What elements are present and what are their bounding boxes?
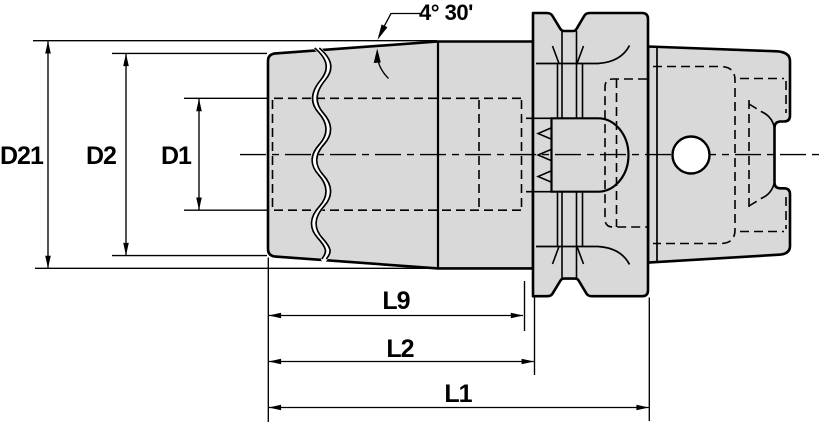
arrowheads [45,24,649,411]
label-l1: L1 [444,380,472,408]
label-d1: D1 [161,142,192,170]
label-d2: D2 [86,142,116,170]
clamping-hole [671,135,711,175]
drive-slot-fillet-bottom [760,181,776,200]
flange-cavity-hidden [604,78,647,228]
dimension-lines [33,12,650,422]
drive-slot-fillet-top [760,110,776,129]
label-l9: L9 [382,287,409,315]
hidden-lines [271,65,787,245]
label-taper-angle: 4° 30' [419,0,473,25]
shank-bore-hidden [653,65,736,245]
flange-shoulder-top [536,45,631,65]
label-d21: D21 [0,142,44,170]
thread-profile [536,127,552,183]
v-groove-projection-lines [551,31,585,279]
coolant-tube-dome [550,117,630,193]
break-line [310,45,332,262]
flange-shoulder-bottom [536,245,631,265]
label-l2: L2 [386,335,413,363]
